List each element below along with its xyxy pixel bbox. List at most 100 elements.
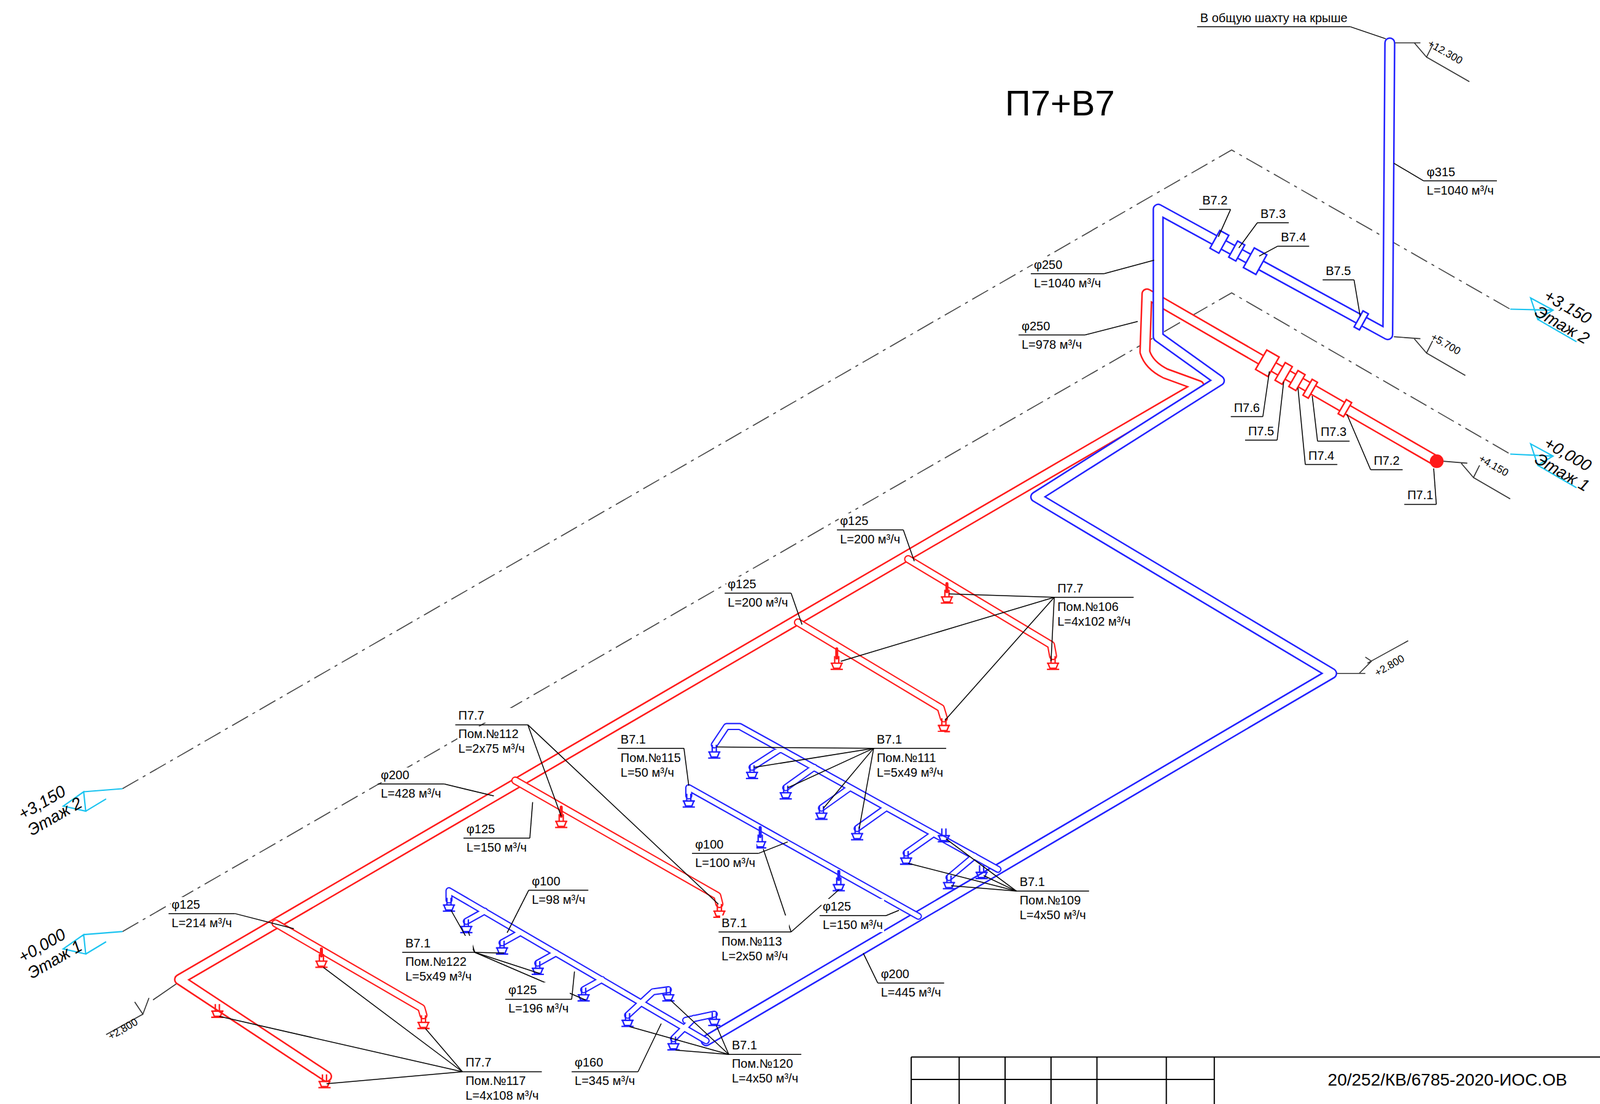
duct-label: В7.1 [1018, 874, 1088, 890]
leader-line [728, 1053, 802, 1055]
label-group: В7.1Пом.№109L=4x50 м³/ч [1018, 874, 1088, 923]
elevation-mark: +2.800 [1371, 652, 1408, 681]
label-group: П7.7Пом.№117L=4x108 м³/ч [464, 1054, 540, 1103]
duct-label: Пом.№115 [619, 750, 683, 766]
floor-lines [122, 149, 1510, 932]
duct-label: В7.4 [1279, 229, 1308, 245]
leader-line [877, 982, 945, 984]
duct-label: φ125 [465, 821, 529, 837]
duct-label: В7.1 [730, 1037, 800, 1053]
duct-label: Пом.№111 [875, 750, 945, 766]
leader-line [474, 952, 586, 1001]
duct-label: Пом.№112 [457, 726, 527, 742]
leader-line [571, 1071, 638, 1073]
label-group: φ125L=150 м³/ч [465, 821, 529, 855]
leader-line [718, 931, 791, 933]
elevation-mark: +5.700 [1427, 330, 1464, 359]
duct-label: L=150 м³/ч [465, 839, 529, 855]
label-group: +5.700 [1427, 330, 1464, 359]
leader-line [840, 597, 1055, 662]
leader-line [758, 841, 788, 854]
duct-label: L=1040 м³/ч [1425, 182, 1496, 198]
duct-label: L=196 м³/ч [507, 1000, 570, 1016]
leader-line [1277, 245, 1309, 247]
leader-line [873, 747, 947, 750]
duct-label: П7.4 [1307, 448, 1336, 463]
leader-line [1030, 273, 1104, 275]
duct-label: В7.5 [1324, 263, 1352, 279]
label-group: φ200L=445 м³/ч [879, 966, 943, 1000]
duct-label: φ125 [507, 982, 570, 998]
leader-line [724, 592, 791, 594]
duct-label: L=98 м³/ч [530, 892, 587, 907]
label-group: φ125L=214 м³/ч [170, 897, 234, 931]
leader-line [946, 838, 1017, 891]
label-group: +4.150 [1475, 451, 1512, 481]
leader-line [1018, 334, 1085, 336]
leader-line [670, 1000, 729, 1055]
label-group: В7.3 [1259, 206, 1287, 225]
leader-line [455, 724, 529, 726]
duct-label: φ125 [726, 576, 789, 592]
leader-line [1262, 371, 1270, 417]
label-group: +3,150Этаж 2 [1530, 285, 1600, 349]
level-markers [63, 297, 1577, 954]
leader-line [1054, 596, 1134, 599]
leader-line [1297, 388, 1306, 465]
duct-label: φ125 [838, 513, 902, 529]
leader-line [1317, 440, 1350, 443]
duct-label: φ250 [1020, 318, 1084, 334]
duct-label: В7.1 [875, 731, 945, 747]
leader-line [716, 747, 874, 749]
leader-line [1393, 163, 1424, 182]
elevation-mark: +12.300 [1424, 36, 1466, 68]
leader-line [168, 912, 236, 915]
duct-label: Пом.№106 [1056, 599, 1132, 614]
leader-line [1404, 504, 1437, 506]
leader-line [402, 951, 475, 953]
leader-line [1084, 321, 1138, 336]
label-group: +2,800 [104, 1015, 142, 1044]
leader-line [528, 889, 589, 891]
leader-line [463, 837, 530, 839]
leader-line [1103, 260, 1155, 274]
label-group: 20/252/КВ/6785-2020-ИОС.ОВ [1326, 1070, 1569, 1090]
label-group: φ315L=1040 м³/ч [1425, 164, 1496, 198]
duct-label: L=4x50 м³/ч [730, 1070, 800, 1086]
duct-label: L=4x102 м³/ч [1056, 613, 1132, 629]
leader-line [1231, 416, 1263, 418]
duct-label: L=150 м³/ч [821, 917, 885, 933]
leader-line [571, 971, 575, 999]
duct-label: L=2x75 м³/ч [457, 741, 527, 756]
duct-label: В7.3 [1259, 206, 1287, 222]
leader-line [377, 783, 444, 785]
label-group: В7.1Пом.№122L=5x49 м³/ч [403, 935, 473, 984]
leader-line [790, 593, 802, 625]
label-group: П7.5 [1246, 423, 1276, 443]
duct-label: L=200 м³/ч [726, 594, 789, 610]
label-group: φ160L=345 м³/ч [573, 1054, 637, 1088]
duct-label: L=1040 м³/ч [1032, 275, 1103, 291]
label-group: +0,000Этаж 1 [14, 919, 86, 983]
drawing-title: П7+В7 [1005, 83, 1115, 123]
label-group: В7.4 [1279, 229, 1308, 249]
label-group: В общую шахту на крыше [1199, 10, 1349, 29]
duct-label: Пом.№120 [730, 1056, 800, 1071]
label-group: П7.1 [1405, 487, 1435, 506]
label-group: П7.4 [1307, 448, 1336, 467]
leader-line [753, 748, 874, 768]
leader-line [1199, 208, 1231, 210]
duct-label: L=100 м³/ч [693, 855, 757, 870]
duct-label: L=978 м³/ч [1020, 337, 1084, 352]
label-group: В7.5 [1324, 263, 1352, 282]
duct-label: В7.1 [403, 935, 473, 951]
label-group: В7.1Пом.№113L=2x50 м³/ч [720, 915, 789, 964]
duct-label: φ250 [1032, 257, 1103, 272]
duct-label: Пом.№113 [720, 933, 789, 949]
exhaust-diffusers [442, 744, 988, 1050]
leader-line [462, 1071, 542, 1073]
leader-line [505, 998, 572, 1001]
duct-label: φ125 [821, 898, 885, 914]
